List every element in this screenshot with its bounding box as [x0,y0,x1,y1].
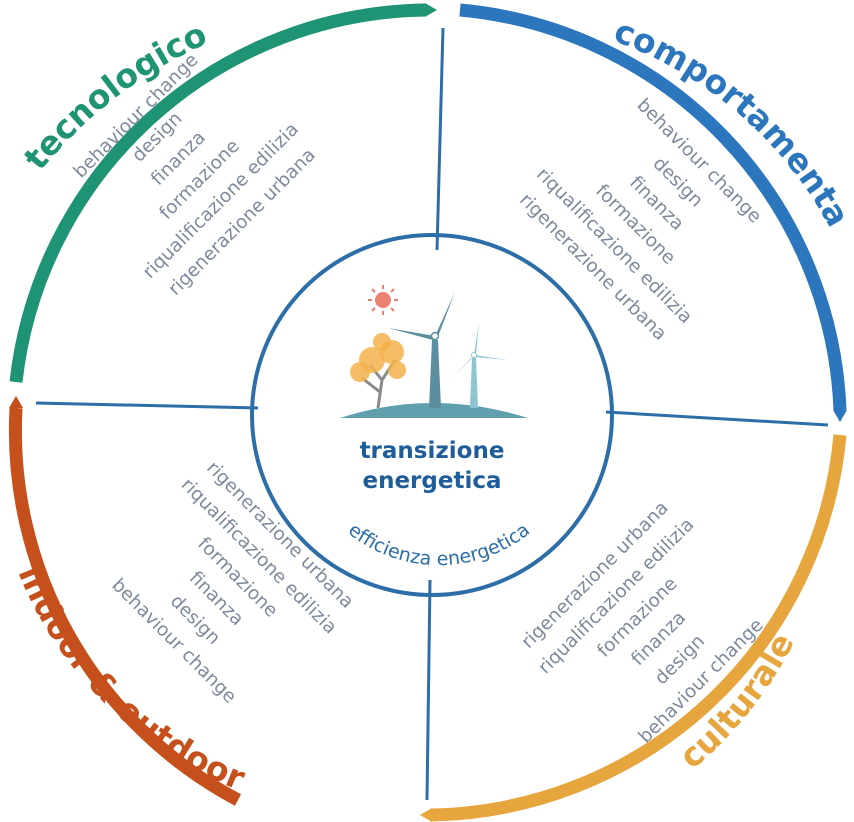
center-subtitle: efficienza energetica [344,519,534,570]
items-tecnologico: behaviour change design finanza formazio… [70,50,320,300]
divider-left [35,401,259,410]
ring-arrow-comportamentale [833,410,847,422]
wind-turbine-icon [388,292,466,408]
tree-icon [350,333,406,409]
center-title-line2: energetica [362,468,501,494]
ring-arrow-indoor-outdoor [9,396,23,408]
hill-icon [340,403,528,418]
divider-bottom [425,579,432,801]
divider-top [435,27,445,251]
ring-arc-tecnologico [9,3,426,383]
dividers [35,27,829,801]
center-illustration [340,285,528,418]
ring-arrow-culturale [420,808,432,822]
inner-circle [250,233,614,597]
center-subtitle-text: efficienza energetica [344,519,534,570]
outer-ring [8,3,847,822]
divider-right [605,410,829,427]
ring-arrow-tecnologico [425,3,437,17]
center-title-line1: transizione [360,438,505,464]
ring-arc-culturale [431,434,847,822]
ring-arc-indoor-outdoor [8,407,242,806]
items-indoor-outdoor: rigenerazione urbana riqualificazione ed… [107,457,357,707]
ring-arc-comportamentale [459,3,847,411]
sun-icon [368,285,398,315]
wind-turbine-small-icon [452,322,508,408]
